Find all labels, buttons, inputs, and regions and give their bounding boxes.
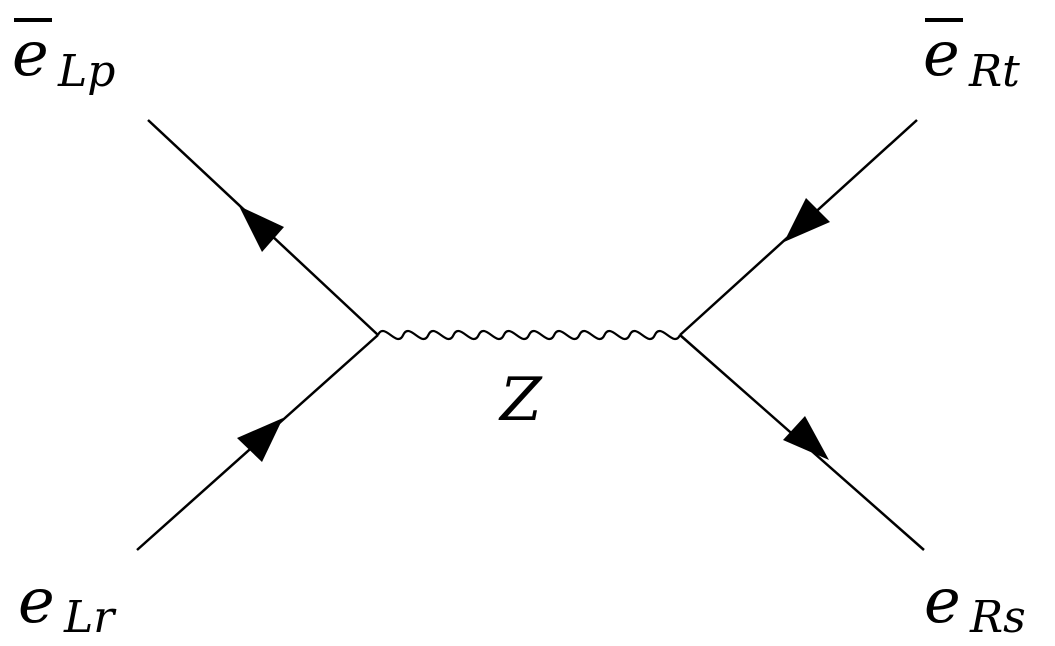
z-propagator-wavy-line: [376, 329, 682, 341]
arrow-top-left: [239, 206, 284, 252]
label-top-right-main: e: [923, 17, 960, 90]
label-top-right-sub: Rt: [968, 46, 1020, 97]
arrow-bottom-left: [237, 418, 283, 462]
label-bottom-right-sub: Rs: [969, 592, 1026, 643]
label-top-left-main: e: [12, 17, 49, 90]
label-top-right: e Rt: [923, 17, 1020, 97]
label-top-left-sub: Lp: [57, 46, 115, 97]
label-top-left: e Lp: [12, 17, 115, 97]
label-bottom-left: e Lr: [18, 564, 117, 643]
label-bottom-right-main: e: [924, 564, 961, 637]
z-boson-label: Z: [498, 365, 543, 435]
label-bottom-right: e Rs: [924, 564, 1026, 643]
arrow-top-right: [784, 198, 830, 242]
arrow-bottom-right: [783, 416, 829, 460]
label-bottom-left-main: e: [18, 564, 55, 637]
label-bottom-left-sub: Lr: [63, 592, 117, 643]
